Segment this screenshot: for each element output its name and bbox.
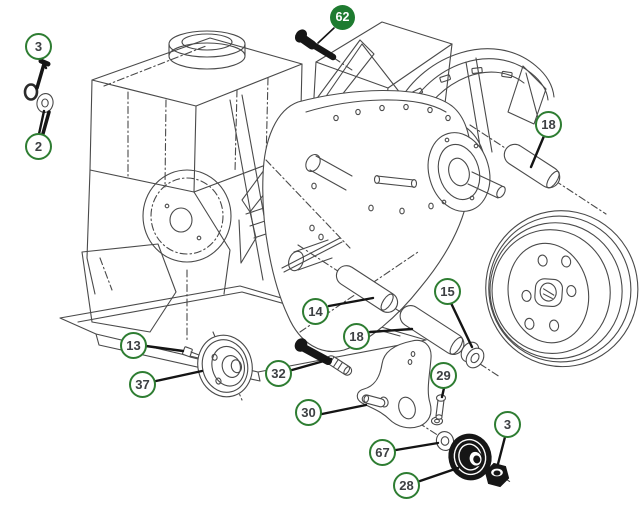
callout-14[interactable]: 14 xyxy=(302,298,329,325)
callout-15[interactable]: 15 xyxy=(434,278,461,305)
callout-29[interactable]: 29 xyxy=(430,362,457,389)
hardware-black-drawing xyxy=(35,29,510,488)
callout-30[interactable]: 30 xyxy=(295,399,322,426)
callout-18-mid[interactable]: 18 xyxy=(343,323,370,350)
roller-tube-18-mid-drawing xyxy=(399,305,465,355)
callout-67[interactable]: 67 xyxy=(369,439,396,466)
bolt-62-drawing xyxy=(294,29,337,61)
idler-pulley-37-drawing xyxy=(197,334,253,398)
callout-62-selected[interactable]: 62 xyxy=(330,5,355,30)
nut-3-bottom-drawing xyxy=(484,462,510,488)
callout-37[interactable]: 37 xyxy=(129,371,156,398)
bracket-pin-drawing xyxy=(361,394,386,408)
callout-28[interactable]: 28 xyxy=(393,472,420,499)
callout-13[interactable]: 13 xyxy=(120,332,147,359)
idler-bracket-30-drawing xyxy=(356,339,432,429)
callout-3-bottom[interactable]: 3 xyxy=(494,411,521,438)
callout-3-top[interactable]: 3 xyxy=(25,33,52,60)
callout-2[interactable]: 2 xyxy=(25,133,52,160)
callout-18-right[interactable]: 18 xyxy=(535,111,562,138)
roller-tube-14-drawing xyxy=(335,265,399,313)
wheel-drawing xyxy=(485,210,639,368)
transmission-housing-drawing xyxy=(262,90,506,352)
leader-lines xyxy=(37,27,546,483)
lock-washer-3-drawing xyxy=(23,83,39,101)
bolt-32-head-drawing xyxy=(294,338,332,365)
hardware-washers-drawing xyxy=(23,83,485,451)
center-axis-lines xyxy=(186,57,607,484)
pulley-28-drawing xyxy=(448,433,492,481)
callout-32[interactable]: 32 xyxy=(265,360,292,387)
